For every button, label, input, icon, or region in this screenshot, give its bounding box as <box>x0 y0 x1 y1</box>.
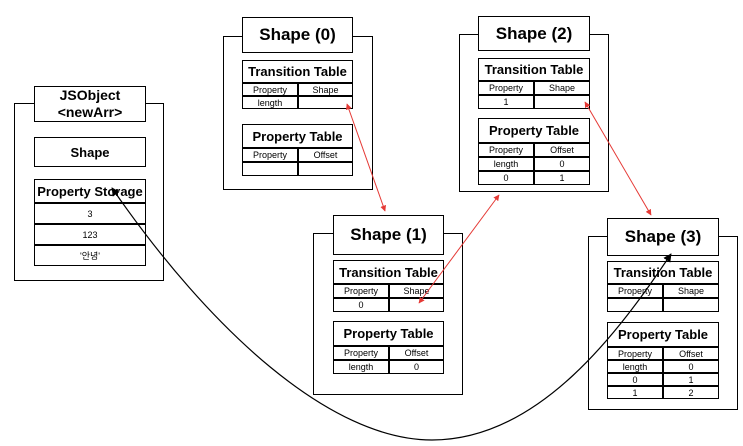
shape-3-property-row-2-offset: 2 <box>663 386 719 399</box>
shape-3-transition-header-property: Property <box>607 284 663 298</box>
shape-2-property-title: Property Table <box>478 118 590 143</box>
shape-1-property-header-property: Property <box>333 346 389 360</box>
shape-2-transition-row-0-shape <box>534 95 590 109</box>
jsobject-title: JSObject <newArr> <box>34 86 146 122</box>
shape-0-transition-title: Transition Table <box>242 60 353 83</box>
shape-0-property-row-0-property <box>242 162 298 176</box>
shape-0-property-title: Property Table <box>242 124 353 148</box>
jsobject-title-line1: JSObject <box>59 87 121 103</box>
shape-3-property-row-0-property: length <box>607 360 663 373</box>
shape-2-transition-title: Transition Table <box>478 58 590 81</box>
shape-0-property-row-0-offset <box>298 162 353 176</box>
shape-3-property-title: Property Table <box>607 322 719 347</box>
shape-2-property-row-1-property: 0 <box>478 171 534 185</box>
storage-cell-1: 123 <box>34 224 146 245</box>
shape-1-transition-title: Transition Table <box>333 260 444 284</box>
shape-0-transition-header-property: Property <box>242 83 298 96</box>
shape-2-property-row-0-property: length <box>478 157 534 171</box>
shape-2-property-row-0-offset: 0 <box>534 157 590 171</box>
shape-3-property-row-1-property: 0 <box>607 373 663 386</box>
shape-2-property-header-offset: Offset <box>534 143 590 157</box>
shape-3-property-row-0-offset: 0 <box>663 360 719 373</box>
shape-1-property-header-offset: Offset <box>389 346 444 360</box>
shape-0-title: Shape (0) <box>242 17 353 53</box>
shape-2-property-header-property: Property <box>478 143 534 157</box>
shape-1-transition-header-property: Property <box>333 284 389 298</box>
jsobject-property-storage-header: Property Storage <box>34 179 146 203</box>
shape-1-property-title: Property Table <box>333 321 444 346</box>
shape-2-property-row-1-offset: 1 <box>534 171 590 185</box>
shape-1-property-row-0-property: length <box>333 360 389 374</box>
shape-2-transition-header-shape: Shape <box>534 81 590 95</box>
shape-1-property-row-0-offset: 0 <box>389 360 444 374</box>
shape-3-property-row-2-property: 1 <box>607 386 663 399</box>
storage-cell-0: 3 <box>34 203 146 224</box>
shape-3-transition-row-0-shape <box>663 298 719 312</box>
shape-0-property-header-offset: Offset <box>298 148 353 162</box>
shape-0-transition-row-0-property: length <box>242 96 298 109</box>
shape-3-property-header-offset: Offset <box>663 347 719 360</box>
shape-1-title: Shape (1) <box>333 215 444 255</box>
shape-0-transition-row-0-shape <box>298 96 353 109</box>
storage-cell-2: '안녕' <box>34 245 146 266</box>
shape-3-property-row-1-offset: 1 <box>663 373 719 386</box>
jsobject-title-line2: <newArr> <box>57 104 123 120</box>
shape-1-transition-header-shape: Shape <box>389 284 444 298</box>
shape-1-transition-row-0-shape <box>389 298 444 312</box>
shape-1-transition-row-0-property: 0 <box>333 298 389 312</box>
shape-2-title: Shape (2) <box>478 16 590 51</box>
shape-3-property-header-property: Property <box>607 347 663 360</box>
shape-3-transition-row-0-property <box>607 298 663 312</box>
shape-3-title: Shape (3) <box>607 218 719 256</box>
shape-3-transition-header-shape: Shape <box>663 284 719 298</box>
shape-3-transition-title: Transition Table <box>607 261 719 284</box>
shape-0-property-header-property: Property <box>242 148 298 162</box>
shape-2-transition-header-property: Property <box>478 81 534 95</box>
jsobject-shape-slot: Shape <box>34 137 146 167</box>
shape-2-transition-row-0-property: 1 <box>478 95 534 109</box>
shape-0-transition-header-shape: Shape <box>298 83 353 96</box>
